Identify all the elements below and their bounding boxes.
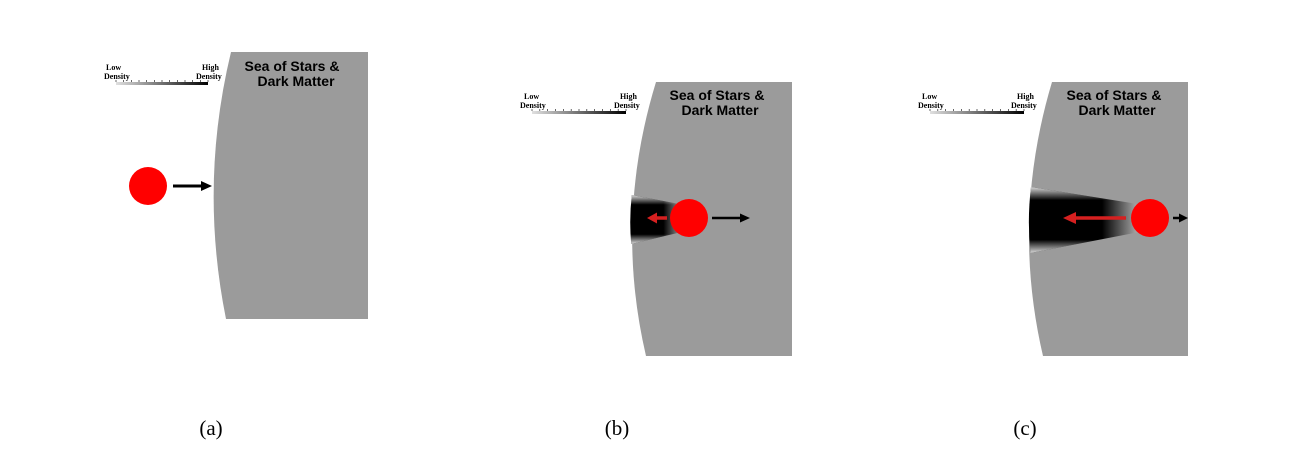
density-scale: Low Density High Density	[520, 92, 640, 114]
density-gradient-bar	[930, 111, 1024, 114]
region-title: Sea of Stars &	[670, 87, 765, 103]
region-title-2: Dark Matter	[257, 73, 335, 89]
high-density-label-2: Density	[614, 101, 640, 110]
low-density-label: Low	[922, 92, 937, 101]
panel-caption: (c)	[1013, 416, 1036, 440]
region-title: Sea of Stars &	[245, 58, 340, 74]
body-circle-icon	[129, 167, 167, 205]
low-density-label: Low	[524, 92, 539, 101]
sea-region	[213, 52, 368, 319]
high-density-label: High	[1017, 92, 1034, 101]
density-scale: Low Density High Density	[104, 63, 222, 85]
panel-caption: (a)	[199, 416, 222, 440]
low-density-label-2: Density	[918, 101, 944, 110]
panel-c: Low Density High Density Sea of Stars & …	[918, 82, 1188, 440]
density-ticks	[115, 80, 209, 82]
panel-b: Low Density High Density Sea of Stars & …	[520, 82, 792, 440]
density-gradient-bar	[532, 111, 626, 114]
velocity-arrow-icon	[173, 181, 212, 191]
density-scale: Low Density High Density	[918, 92, 1037, 114]
region-title: Sea of Stars &	[1067, 87, 1162, 103]
panel-caption: (b)	[605, 416, 630, 440]
density-gradient-bar	[116, 82, 208, 85]
panel-a: Low Density High Density Sea of Stars & …	[104, 52, 368, 440]
velocity-arrow-icon	[1173, 213, 1188, 223]
high-density-label: High	[202, 63, 219, 72]
drag-arrow-icon	[647, 212, 667, 224]
body-circle-icon	[670, 199, 708, 237]
low-density-label-2: Density	[104, 72, 130, 81]
high-density-label-2: Density	[196, 72, 222, 81]
density-ticks	[929, 109, 1025, 111]
high-density-label-2: Density	[1011, 101, 1037, 110]
wake-cone-icon	[1028, 187, 1150, 253]
drag-arrow-icon	[1063, 212, 1126, 224]
velocity-arrow-icon	[712, 213, 750, 223]
region-title-2: Dark Matter	[681, 102, 759, 118]
high-density-label: High	[620, 92, 637, 101]
low-density-label: Low	[106, 63, 121, 72]
body-circle-icon	[1131, 199, 1169, 237]
region-title-2: Dark Matter	[1078, 102, 1156, 118]
density-ticks	[531, 109, 627, 111]
low-density-label-2: Density	[520, 101, 546, 110]
